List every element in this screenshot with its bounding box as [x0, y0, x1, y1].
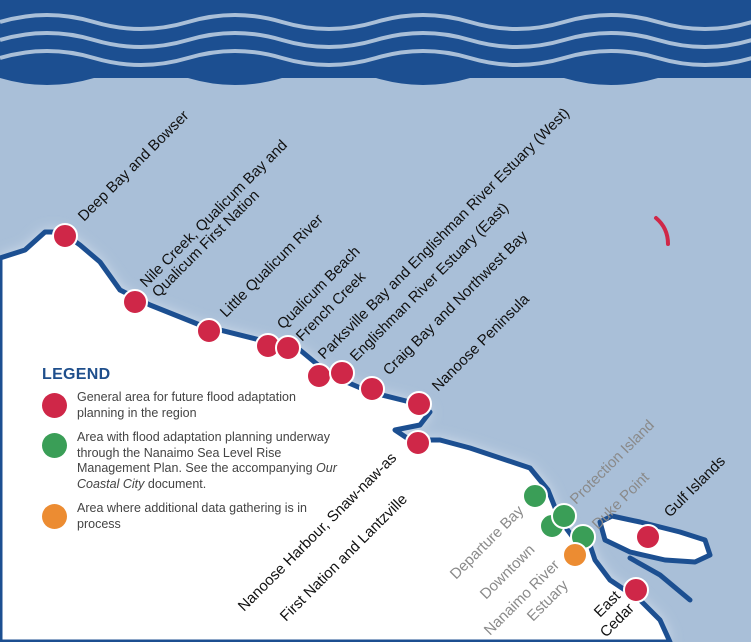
- red-marker-line: [654, 216, 670, 246]
- land: [0, 229, 673, 642]
- legend-text: Area where additional data gathering is …: [77, 501, 308, 531]
- legend-text-part: Area with flood adaptation planning unde…: [77, 430, 330, 475]
- legend-item-orange: Area where additional data gathering is …: [42, 501, 342, 532]
- marker-french-creek[interactable]: [275, 335, 301, 361]
- marker-nanoose-harbour[interactable]: [405, 430, 431, 456]
- legend-text-italic: Our Coastal City: [77, 461, 337, 491]
- legend-title: LEGEND: [42, 366, 111, 383]
- marker-east-cedar[interactable]: [623, 577, 649, 603]
- legend-item-red: General area for future flood adaptation…: [42, 390, 342, 421]
- legend-text: General area for future flood adaptation…: [77, 390, 296, 420]
- marker-nile-creek[interactable]: [122, 289, 148, 315]
- legend-item-green: Area with flood adaptation planning unde…: [42, 430, 342, 492]
- green-dot-icon: [42, 433, 67, 458]
- island-spit: [627, 555, 693, 603]
- marker-little-qualicum[interactable]: [196, 318, 222, 344]
- marker-craig-bay[interactable]: [359, 376, 385, 402]
- legend-text: Area with flood adaptation planning unde…: [77, 430, 342, 492]
- marker-protection-island[interactable]: [551, 503, 577, 529]
- marker-departure-bay[interactable]: [522, 483, 548, 509]
- marker-nanoose-peninsula[interactable]: [406, 391, 432, 417]
- marker-nanaimo-river-estuary[interactable]: [562, 542, 588, 568]
- red-dot-icon: [42, 393, 67, 418]
- marker-englishman-east[interactable]: [329, 360, 355, 386]
- marker-gulf-islands[interactable]: [635, 524, 661, 550]
- orange-dot-icon: [42, 504, 67, 529]
- legend: LEGEND General area for future flood ada…: [42, 366, 342, 541]
- marker-deep-bay[interactable]: [52, 223, 78, 249]
- waves-decoration: [0, 0, 751, 85]
- legend-text-part: document.: [144, 476, 207, 491]
